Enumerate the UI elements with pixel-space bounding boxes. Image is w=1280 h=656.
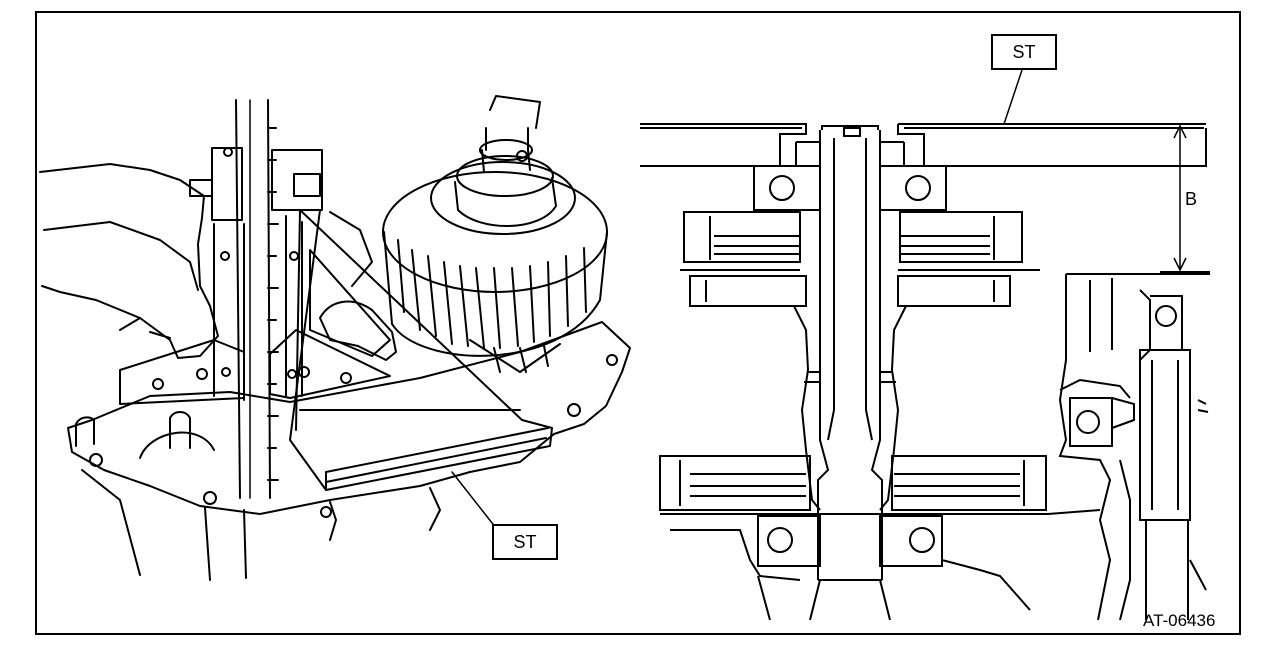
- right-section-view: [640, 69, 1210, 621]
- straight-edge-right: [640, 123, 807, 167]
- leader-st-left: [451, 471, 497, 529]
- label-st-left: ST: [492, 524, 558, 560]
- label-dimension-b: B: [1185, 189, 1198, 209]
- label-st-right: ST: [991, 34, 1057, 70]
- straight-edge-left: [289, 209, 553, 491]
- hand-left: [39, 163, 219, 359]
- leader-st-right: [1003, 69, 1023, 125]
- figure-id: AT-06436: [1143, 611, 1216, 630]
- figure-frame: [35, 11, 1241, 635]
- left-illustration: [39, 95, 631, 581]
- hand-right: [319, 300, 397, 361]
